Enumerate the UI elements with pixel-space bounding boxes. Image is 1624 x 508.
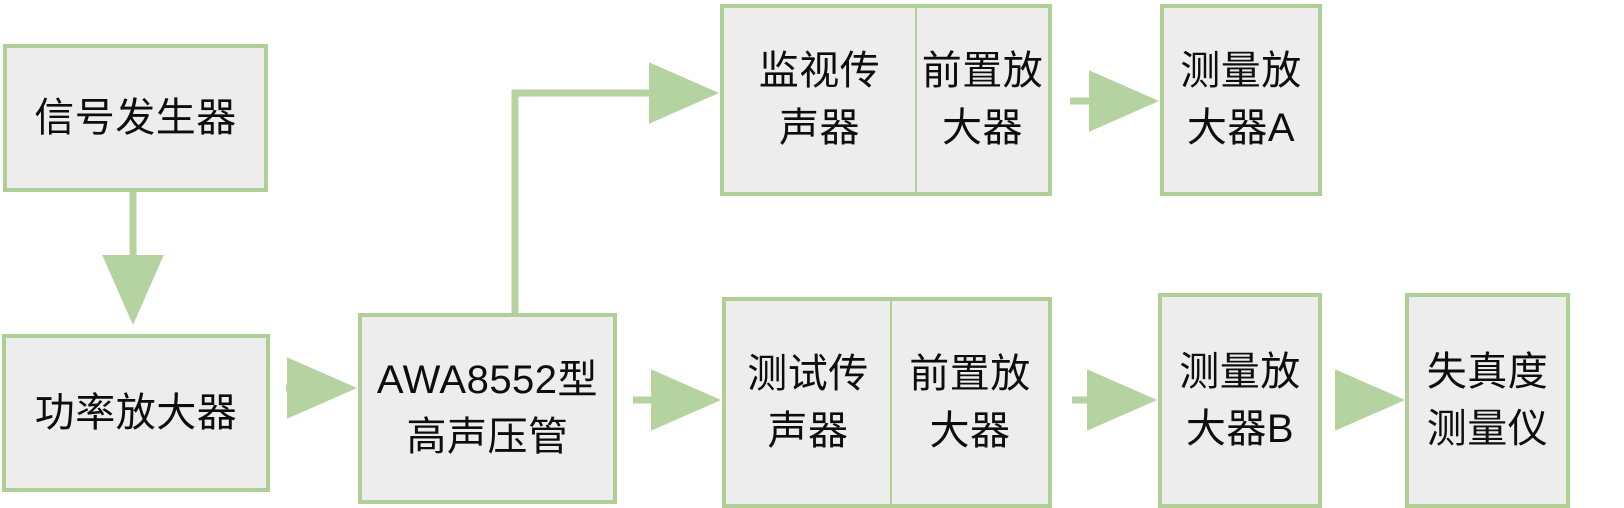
node-label-line: 测量放 xyxy=(1180,49,1302,94)
node-distortion-meter[interactable]: 失真度 测量仪 xyxy=(1405,293,1570,508)
node-label-line: 失真度 xyxy=(1426,349,1549,394)
node-meas-amp-b[interactable]: 测量放 大器B xyxy=(1158,293,1322,508)
connector-awa8552-to-monitor-mic xyxy=(511,62,719,313)
node-test-mic[interactable]: 测试传 声器 xyxy=(722,297,892,508)
node-preamp-bottom[interactable]: 前置放 大器 xyxy=(890,297,1052,508)
node-label-line: 大器B xyxy=(1185,406,1295,451)
node-label-line: 监视传 xyxy=(758,49,881,94)
node-power-amplifier[interactable]: 功率放大器 xyxy=(2,334,270,492)
node-label-line: 测量仪 xyxy=(1426,406,1549,451)
node-label-line: 大器 xyxy=(929,408,1011,453)
node-preamp-top[interactable]: 前置放 大器 xyxy=(915,4,1052,196)
node-label-line: 信号发生器 xyxy=(34,95,237,140)
node-label-line: 声器 xyxy=(779,106,860,150)
node-label-line: AWA8552型 xyxy=(376,357,599,402)
node-label-line: 测试传 xyxy=(747,351,869,396)
node-label-line: 功率放大器 xyxy=(34,390,238,435)
node-label-line: 大器A xyxy=(1186,106,1296,150)
node-label-line: 测量放 xyxy=(1179,349,1301,394)
node-label-line: 大器 xyxy=(942,106,1023,150)
node-label-line: 前置放 xyxy=(909,351,1031,396)
node-label-line: 前置放 xyxy=(921,49,1044,94)
node-awa8552-tube[interactable]: AWA8552型 高声压管 xyxy=(358,313,617,504)
node-meas-amp-a[interactable]: 测量放 大器A xyxy=(1160,4,1322,196)
node-signal-generator[interactable]: 信号发生器 xyxy=(3,44,268,192)
node-label-line: 高声压管 xyxy=(406,414,569,459)
node-monitor-mic[interactable]: 监视传 声器 xyxy=(720,4,917,196)
node-label-line: 声器 xyxy=(767,408,849,453)
